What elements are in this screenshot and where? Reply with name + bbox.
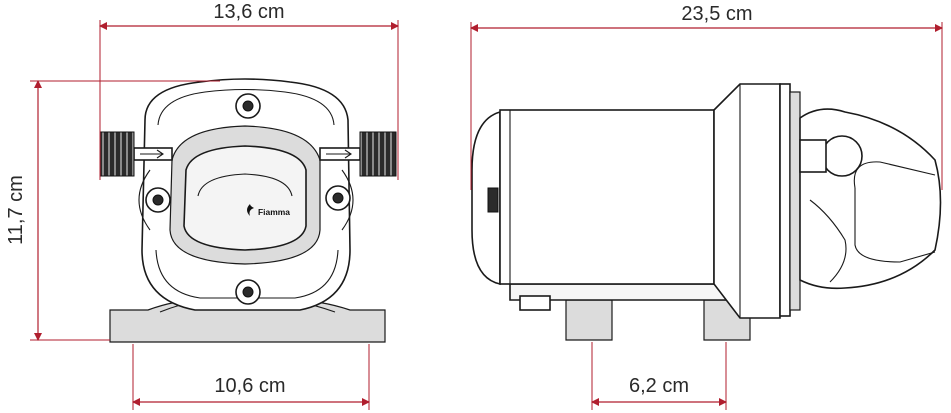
screw-top <box>235 93 261 119</box>
outlet-fitting <box>359 131 397 177</box>
screw-right <box>325 185 351 211</box>
svg-text:Fiamma: Fiamma <box>258 208 291 217</box>
front-height-label: 11,7 cm <box>5 175 27 245</box>
side-foot-left <box>565 299 613 341</box>
screw-left <box>145 187 171 213</box>
motor-flange <box>713 83 781 319</box>
inlet-fitting <box>99 131 135 177</box>
front-base-label: 10,6 cm <box>214 375 285 397</box>
side-view <box>471 83 942 341</box>
side-length-dimension: 23,5 cm <box>470 3 943 190</box>
front-height-dimension: 11,7 cm <box>5 80 220 341</box>
side-pump-head <box>799 108 942 290</box>
front-base-dimension: 10,6 cm <box>132 344 370 410</box>
side-base-label: 6,2 cm <box>629 375 689 397</box>
front-view: Fiamma <box>99 78 397 343</box>
front-width-dimension: 13,6 cm <box>99 1 399 180</box>
front-width-label: 13,6 cm <box>213 1 284 23</box>
side-length-label: 23,5 cm <box>681 3 752 25</box>
side-base-dimension: 6,2 cm <box>591 342 727 410</box>
side-fitting <box>821 135 863 177</box>
screw-bottom <box>235 279 261 305</box>
fiamma-logo: Fiamma <box>247 204 291 217</box>
motor-housing <box>499 109 715 285</box>
